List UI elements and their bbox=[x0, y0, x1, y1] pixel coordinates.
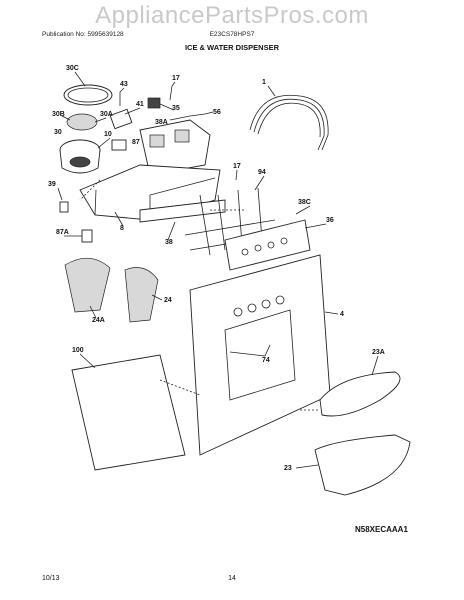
part-23a-tray bbox=[319, 371, 401, 417]
part-87-bracket bbox=[111, 139, 127, 151]
callout-100: 100 bbox=[72, 347, 84, 354]
part-4-front-cover bbox=[189, 254, 331, 456]
callout-36: 36 bbox=[326, 217, 334, 224]
callout-30c: 30C bbox=[66, 65, 79, 72]
part-23-drip-tray bbox=[314, 434, 411, 496]
part-1-water-tube bbox=[249, 94, 329, 151]
callout-23a: 23A bbox=[372, 349, 385, 356]
callout-8: 8 bbox=[120, 225, 124, 232]
callout-56: 56 bbox=[213, 109, 221, 116]
callout-30a: 30A bbox=[100, 111, 113, 118]
callout-17-mid: 17 bbox=[233, 163, 241, 170]
callout-39: 39 bbox=[48, 181, 56, 188]
part-30b-disc bbox=[66, 113, 98, 131]
model-number: E23CS78HPS7 bbox=[209, 31, 255, 38]
callout-30: 30 bbox=[54, 129, 62, 136]
footer-page-number: 14 bbox=[228, 575, 236, 582]
callout-41: 41 bbox=[136, 101, 144, 108]
part-56-wire bbox=[169, 113, 206, 121]
part-35-switch bbox=[147, 97, 161, 109]
callout-23: 23 bbox=[284, 465, 292, 472]
part-38-board bbox=[139, 199, 226, 223]
callout-38a: 38A bbox=[155, 119, 168, 126]
publication-number: Publication No: 5995639128 bbox=[42, 31, 124, 38]
callout-87: 87 bbox=[132, 139, 140, 146]
callout-94: 94 bbox=[258, 169, 266, 176]
footer-date: 10/13 bbox=[42, 575, 60, 582]
callout-43: 43 bbox=[120, 81, 128, 88]
callout-38: 38 bbox=[165, 239, 173, 246]
part-24-chute bbox=[124, 267, 159, 323]
callout-4: 4 bbox=[340, 311, 344, 318]
callout-74: 74 bbox=[262, 357, 270, 364]
callout-35: 35 bbox=[172, 105, 180, 112]
callout-17-top: 17 bbox=[172, 75, 180, 82]
part-100-panel bbox=[71, 354, 186, 471]
part-30c-gasket bbox=[63, 84, 113, 106]
callout-30b: 30B bbox=[52, 111, 65, 118]
part-39-clip bbox=[59, 201, 69, 213]
part-87a-clip bbox=[81, 229, 93, 243]
callout-10: 10 bbox=[104, 131, 112, 138]
part-41-bracket bbox=[109, 108, 133, 130]
callout-24: 24 bbox=[164, 297, 172, 304]
callout-24a: 24A bbox=[92, 317, 105, 324]
callout-87a: 87A bbox=[56, 229, 69, 236]
watermark: AppliancePartsPros.com bbox=[95, 2, 369, 29]
part-24a-chute bbox=[64, 257, 111, 313]
callout-1: 1 bbox=[262, 79, 266, 86]
diagram-code: N58XECAAA1 bbox=[355, 525, 408, 534]
page-title: ICE & WATER DISPENSER bbox=[184, 43, 280, 52]
part-36-control-panel bbox=[224, 219, 311, 271]
callout-38c: 38C bbox=[298, 199, 311, 206]
